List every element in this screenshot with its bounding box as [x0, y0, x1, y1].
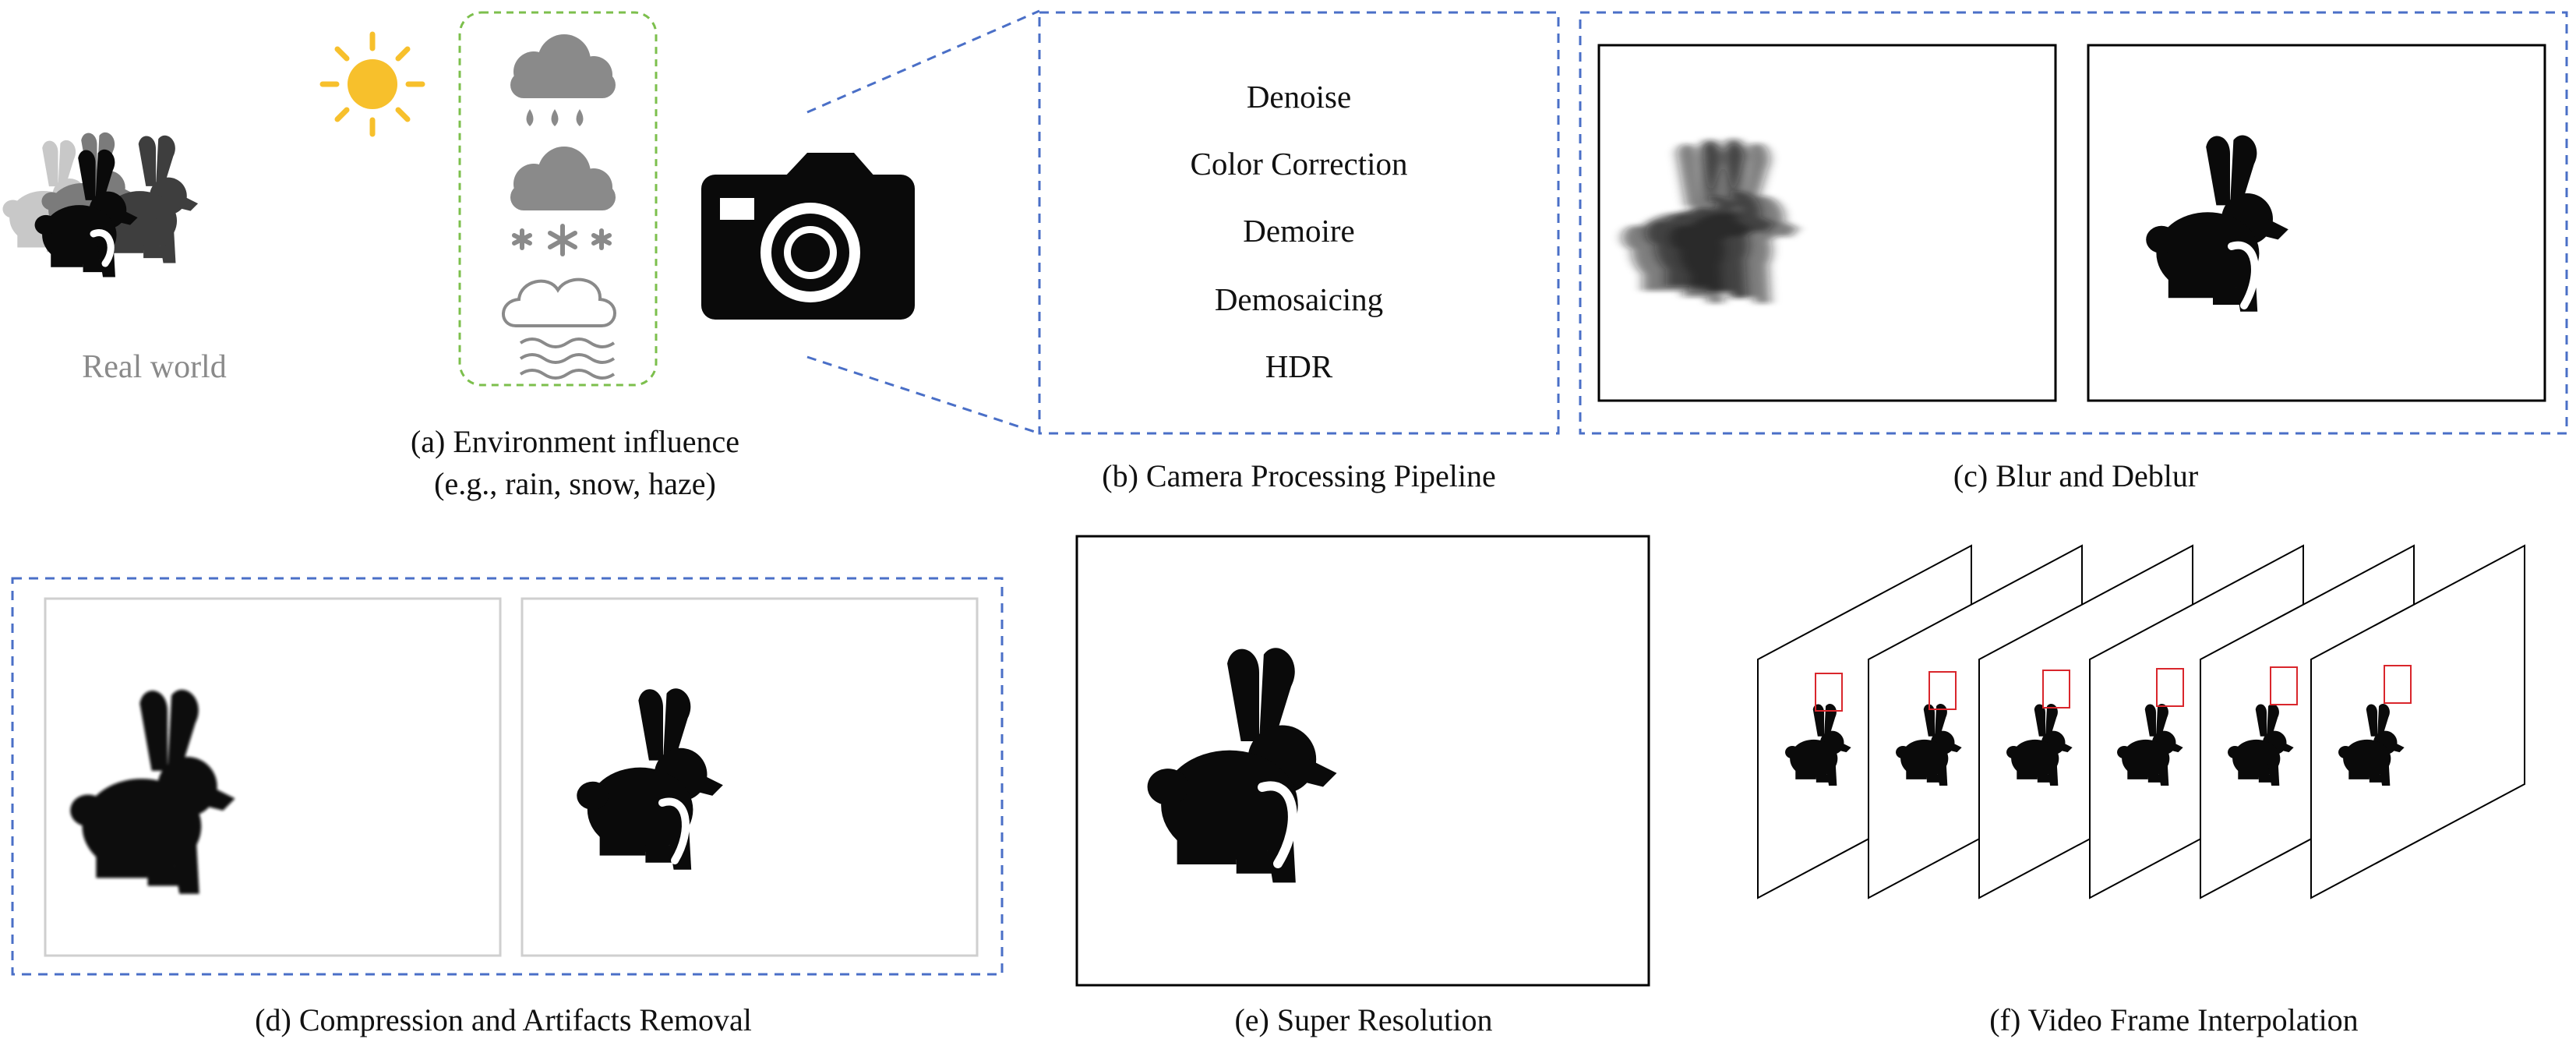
video-frames: [1757, 544, 2525, 899]
caption-e: (e) Super Resolution: [1234, 1002, 1492, 1037]
pipeline-step-denoise: Denoise: [1247, 79, 1351, 115]
motion-highlight-box: [2270, 666, 2298, 705]
environment-box: [458, 11, 658, 387]
caption-d: (d) Compression and Artifacts Removal: [255, 1002, 752, 1037]
pipeline-connector-lines: [806, 9, 1040, 435]
motion-highlight-box: [1815, 673, 1843, 712]
pipeline-step-demosaicing: Demosaicing: [1215, 281, 1383, 317]
caption-a-line2: (e.g., rain, snow, haze): [434, 466, 716, 501]
compression-box: [11, 577, 1004, 976]
pipeline-step-color-correction: Color Correction: [1191, 146, 1408, 182]
caption-a-line1: (a) Environment influence: [411, 424, 739, 459]
blur-deblur-box: [1579, 11, 2568, 435]
camera-icon: [701, 153, 915, 320]
deblurred-image-frame: [2087, 44, 2546, 402]
compressed-image-frame: [44, 597, 502, 957]
rain-cloud-icon: [510, 34, 616, 126]
haze-cloud-icon: [502, 277, 616, 380]
caption-c: (c) Blur and Deblur: [1953, 458, 2198, 493]
snow-cloud-icon: [510, 147, 616, 256]
pipeline-box: [1038, 11, 1560, 435]
pipeline-step-demoire: Demoire: [1243, 213, 1354, 249]
motion-highlight-box: [2384, 665, 2412, 704]
motion-highlight-box: [1928, 671, 1957, 710]
caption-f: (f) Video Frame Interpolation: [1989, 1002, 2358, 1037]
video-frame: [2310, 544, 2525, 899]
sun-icon: [319, 31, 425, 137]
real-world-group: Real world: [2, 132, 227, 385]
pipeline-step-hdr: HDR: [1265, 348, 1333, 384]
super-resolution-frame: [1075, 535, 1650, 987]
caption-b: (b) Camera Processing Pipeline: [1102, 458, 1495, 493]
motion-highlight-box: [2042, 670, 2070, 709]
restored-image-frame: [520, 597, 979, 957]
real-world-label: Real world: [82, 349, 226, 385]
motion-highlight-box: [2156, 668, 2184, 707]
